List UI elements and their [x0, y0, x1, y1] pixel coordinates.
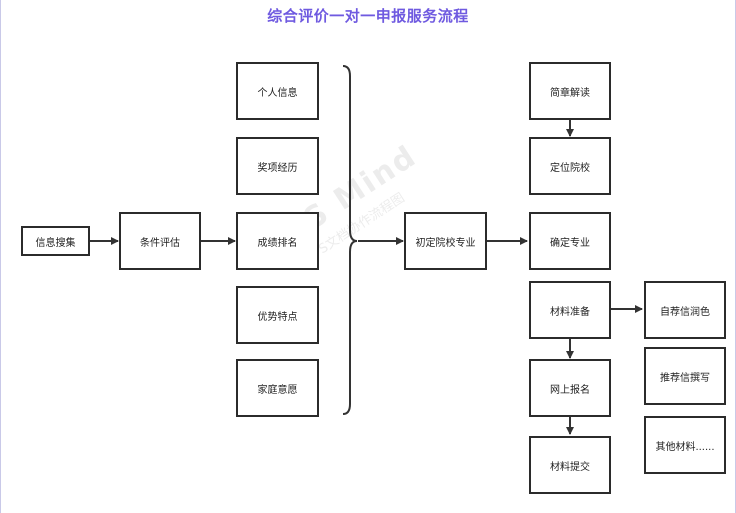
node-self-rec-letter: 自荐信润色	[644, 281, 726, 339]
node-rec-letter: 推荐信撰写	[644, 347, 726, 405]
node-other-materials: 其他材料......	[644, 416, 726, 474]
node-personal-info: 个人信息	[236, 62, 319, 120]
curly-brace	[342, 65, 358, 415]
node-materials-submit: 材料提交	[529, 436, 611, 494]
page-title: 综合评价一对一申报服务流程	[267, 7, 469, 25]
node-brochure-reading: 简章解读	[529, 62, 611, 120]
node-condition-eval: 条件评估	[119, 212, 201, 270]
node-major-confirm: 确定专业	[529, 212, 611, 270]
node-school-positioning: 定位院校	[529, 137, 611, 195]
node-strengths: 优势特点	[236, 286, 319, 344]
node-family-wish: 家庭意愿	[236, 359, 319, 417]
node-ranking: 成绩排名	[236, 212, 319, 270]
node-initial-target: 初定院校专业	[404, 212, 487, 270]
node-awards: 奖项经历	[236, 137, 319, 195]
node-info-collect: 信息搜集	[21, 226, 90, 256]
node-materials-prep: 材料准备	[529, 281, 611, 339]
page-border-left	[0, 0, 1, 513]
node-online-apply: 网上报名	[529, 359, 611, 417]
